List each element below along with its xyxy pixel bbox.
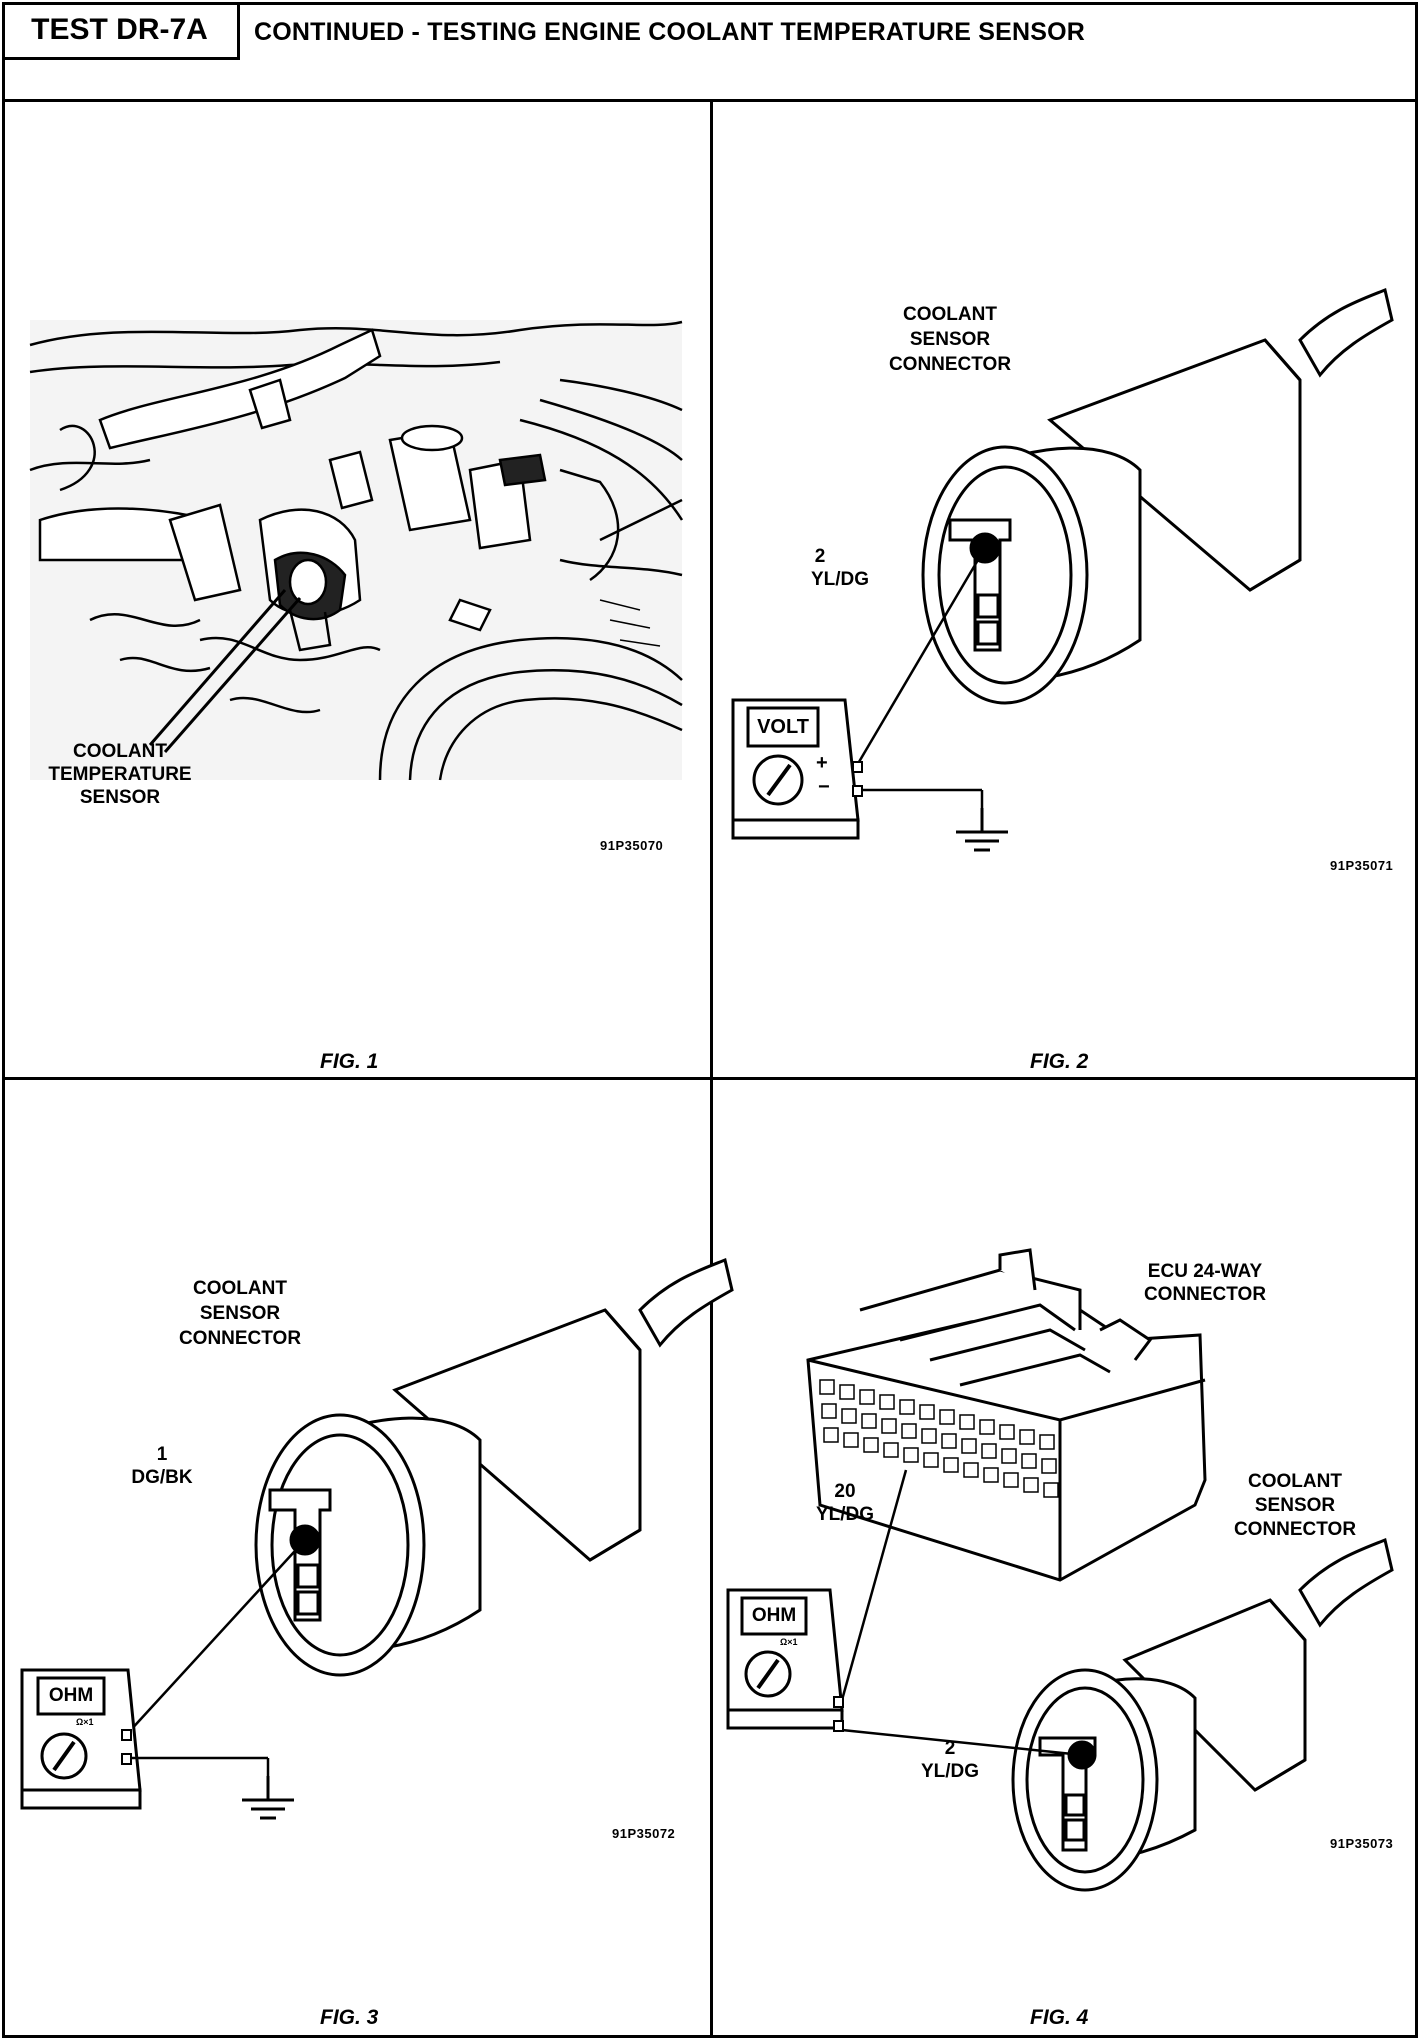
fig2-code: 91P35071 — [1330, 858, 1394, 873]
fig4-connector-label-2: SENSOR — [1254, 1495, 1336, 1516]
fig2-connector-label-1: COOLANT — [903, 304, 997, 325]
fig2-wire-color: YL/DG — [810, 569, 870, 590]
fig3-meter-display: OHM — [48, 1685, 94, 1706]
fig4-code: 91P35073 — [1330, 1836, 1394, 1851]
fig1-callout-sensor: SENSOR — [79, 787, 161, 808]
horizontal-divider — [2, 1077, 1418, 1080]
fig4-connector-label-1: COOLANT — [1248, 1471, 1342, 1492]
fig3-connector-drawing — [20, 1257, 734, 1810]
fig1-callout-temperature: TEMPERATURE — [48, 764, 192, 785]
test-id: TEST DR-7A — [2, 2, 240, 60]
fig4-pin-number: 2 — [944, 1738, 956, 1759]
fig4-ecu-label-1: ECU 24-WAY — [1147, 1261, 1263, 1282]
fig4-label: FIG. 4 — [1030, 2006, 1089, 2029]
fig1-label: FIG. 1 — [320, 1050, 379, 1073]
fig2-connector-drawing — [731, 287, 1394, 840]
fig4-ecu-connector-drawing — [726, 1248, 1394, 1892]
fig1-callout-coolant: COOLANT — [73, 741, 167, 762]
fig3-connector-label-2: SENSOR — [199, 1303, 281, 1324]
fig4-connector-label-3: CONNECTOR — [1233, 1519, 1357, 1540]
vertical-divider — [710, 102, 713, 2038]
fig2-pin-number: 2 — [814, 546, 826, 567]
fig3-wire-color: DG/BK — [131, 1467, 193, 1488]
fig4-ecu-pin-number: 20 — [834, 1481, 856, 1502]
fig2-connector-label-2: SENSOR — [909, 329, 991, 350]
fig1-code: 91P35070 — [600, 838, 664, 853]
fig3-pin-number: 1 — [156, 1444, 168, 1465]
header-bar: TEST DR-7A CONTINUED - TESTING ENGINE CO… — [2, 2, 1418, 102]
fig4-ecu-wire-color: YL/DG — [815, 1504, 875, 1525]
page-title: CONTINUED - TESTING ENGINE COOLANT TEMPE… — [254, 18, 1085, 46]
engine-bay-drawing — [29, 320, 684, 781]
ecu-pin-grid — [819, 1379, 1059, 1498]
fig4-meter-range: Ω×1 — [780, 1637, 798, 1647]
fig3-connector-label-3: CONNECTOR — [178, 1328, 302, 1349]
fig3-connector-label-1: COOLANT — [193, 1278, 287, 1299]
fig3-code: 91P35072 — [612, 1826, 676, 1841]
fig2-meter-display: VOLT — [757, 716, 809, 738]
fig4-ecu-label-2: CONNECTOR — [1143, 1284, 1267, 1305]
fig2-label: FIG. 2 — [1030, 1050, 1089, 1073]
fig2-minus-sign: − — [818, 776, 830, 798]
fig3-label: FIG. 3 — [320, 2006, 379, 2029]
fig2-plus-sign: + — [816, 752, 828, 774]
fig3-meter-range: Ω×1 — [76, 1717, 94, 1727]
fig4-wire-color: YL/DG — [920, 1761, 980, 1782]
fig4-meter-display: OHM — [751, 1605, 797, 1626]
fig2-connector-label-3: CONNECTOR — [888, 354, 1012, 375]
